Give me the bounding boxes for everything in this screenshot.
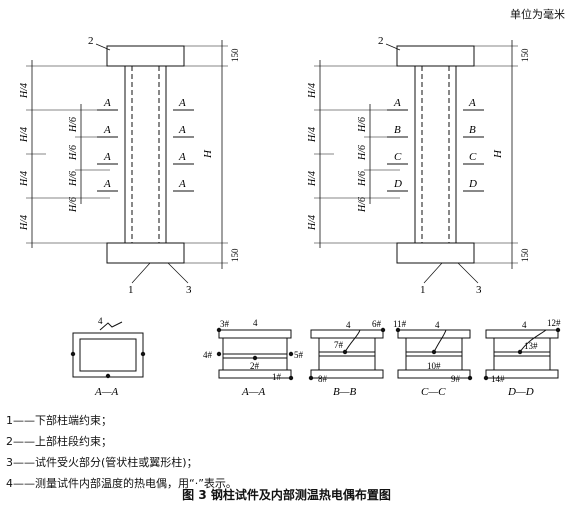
- dim-150-bottom: 150: [230, 248, 240, 262]
- section-callout: 4: [253, 318, 258, 328]
- legend: 1——下部柱端约束； 2——上部柱段约束； 3——试件受火部分(管状柱或翼形柱)…: [6, 410, 237, 494]
- section-callout: 4: [346, 320, 351, 330]
- quarter-label: H/4: [19, 171, 30, 187]
- section-label: C—C: [421, 386, 446, 398]
- quarter-label: H/4: [307, 215, 318, 231]
- elevation-left: [26, 40, 228, 284]
- thermocouple-label: 12#: [547, 318, 561, 328]
- section-mark: A: [103, 97, 111, 109]
- section-mark: D: [468, 178, 477, 190]
- sixth-label: H/6: [68, 171, 79, 187]
- sixth-label: H/6: [68, 145, 79, 161]
- section-label: A—A: [94, 386, 119, 398]
- sixth-label: H/6: [357, 145, 368, 161]
- quarter-label: H/4: [307, 171, 318, 187]
- quarter-label: H/4: [19, 83, 30, 99]
- section-h-c: [397, 329, 471, 379]
- bottom-restraint-block: [396, 242, 475, 264]
- thermocouple-label: 14#: [491, 374, 505, 384]
- legend-item: 1——下部柱端约束；: [6, 414, 112, 427]
- quarter-label: H/4: [19, 215, 30, 231]
- dim-150-top: 150: [520, 48, 530, 62]
- unit-note: 单位为毫米: [510, 8, 565, 21]
- top-restraint-block: [106, 45, 185, 67]
- section-mark: A: [178, 124, 186, 136]
- legend-item: 4——测量试件内部温度的热电偶，用“·”表示。: [6, 477, 237, 490]
- thermocouple-label: 10#: [427, 361, 441, 371]
- top-restraint-block: [396, 45, 475, 67]
- thermocouple-label: 9#: [451, 374, 461, 384]
- legend-item: 3——试件受火部分(管状柱或翼形柱)；: [6, 456, 198, 469]
- thermocouple-label: 13#: [524, 341, 538, 351]
- section-mark: B: [469, 124, 476, 136]
- dim-150-top: 150: [230, 48, 240, 62]
- figure-caption: 图 3 钢柱试件及内部测温热电偶布置图: [182, 488, 391, 502]
- section-label: D—D: [507, 386, 534, 398]
- section-mark: A: [178, 178, 186, 190]
- dim-h: H: [492, 149, 504, 159]
- section-callout: 4: [98, 316, 103, 326]
- quarter-label: H/4: [19, 127, 30, 143]
- sixth-label: H/6: [68, 117, 79, 133]
- dim-150-bottom: 150: [520, 248, 530, 262]
- sixth-label: H/6: [68, 197, 79, 213]
- callout-2: 2: [378, 35, 384, 47]
- section-mark: B: [394, 124, 401, 136]
- thermocouple-label: 2#: [250, 361, 260, 371]
- dim-h: H: [202, 149, 214, 159]
- section-mark: A: [393, 97, 401, 109]
- section-box: [72, 321, 144, 378]
- thermocouple-label: 7#: [334, 340, 344, 350]
- callout-3: 3: [186, 284, 192, 296]
- legend-item: 2——上部柱段约束；: [6, 435, 112, 448]
- section-h-b: [310, 329, 384, 379]
- thermocouple-label: 6#: [372, 319, 382, 329]
- quarter-label: H/4: [307, 83, 318, 99]
- bottom-restraint-block: [106, 242, 185, 264]
- section-h-a: [218, 329, 292, 379]
- callout-1: 1: [420, 284, 426, 296]
- section-h-d: [485, 329, 559, 379]
- callout-2: 2: [88, 35, 94, 47]
- thermocouple-label: 4#: [203, 350, 213, 360]
- section-mark: A: [103, 178, 111, 190]
- section-callout: 4: [435, 320, 440, 330]
- thermocouple-dots: [70, 327, 561, 381]
- section-mark: A: [103, 151, 111, 163]
- section-mark: A: [178, 151, 186, 163]
- section-callout: 4: [522, 320, 527, 330]
- thermocouple-label: 3#: [220, 319, 230, 329]
- section-mark: C: [394, 151, 402, 163]
- section-mark: D: [393, 178, 402, 190]
- section-mark: C: [469, 151, 477, 163]
- sixth-label: H/6: [357, 117, 368, 133]
- thermocouple-label: 1#: [272, 372, 282, 382]
- section-label: B—B: [333, 386, 357, 398]
- section-mark: A: [468, 97, 476, 109]
- callout-1: 1: [128, 284, 134, 296]
- quarter-label: H/4: [307, 127, 318, 143]
- section-mark: A: [178, 97, 186, 109]
- sixth-label: H/6: [357, 171, 368, 187]
- section-label: A—A: [241, 386, 266, 398]
- section-mark: A: [103, 124, 111, 136]
- thermocouple-label: 8#: [318, 374, 328, 384]
- sixth-label: H/6: [357, 197, 368, 213]
- callout-3: 3: [476, 284, 482, 296]
- thermocouple-label: 11#: [393, 319, 407, 329]
- elevation-right: [314, 40, 518, 284]
- thermocouple-label: 5#: [294, 350, 304, 360]
